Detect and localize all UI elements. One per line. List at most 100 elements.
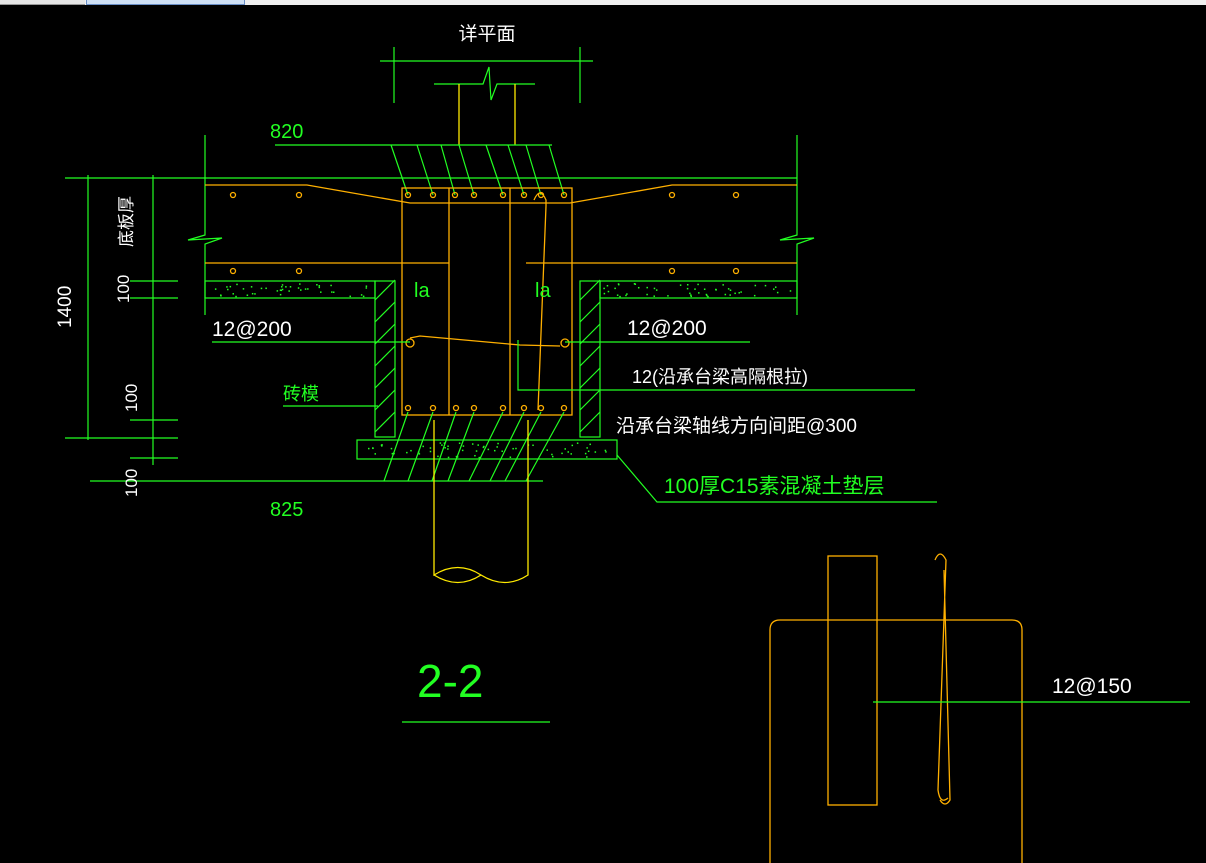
concrete-speckle bbox=[772, 288, 775, 290]
tie-note: 12(沿承台梁高隔根拉) bbox=[632, 367, 808, 387]
concrete-speckle bbox=[280, 289, 283, 292]
slab-thickness-label: 底板厚 bbox=[117, 196, 136, 247]
concrete-speckle bbox=[316, 283, 318, 286]
window-top-bar bbox=[0, 0, 1206, 5]
concrete-speckle bbox=[214, 288, 217, 290]
bottom-rebar-leader bbox=[489, 411, 525, 482]
concrete-speckle bbox=[729, 294, 731, 296]
concrete-speckle bbox=[456, 456, 459, 458]
dim-100-c: 100 bbox=[122, 469, 141, 497]
concrete-speckle bbox=[734, 292, 736, 295]
rebar-dot bbox=[470, 191, 478, 199]
concrete-speckle bbox=[392, 452, 395, 455]
concrete-speckle bbox=[483, 445, 485, 448]
pile-cap-beam bbox=[401, 187, 573, 416]
cushion-note: 100厚C15素混凝土垫层 bbox=[664, 475, 885, 498]
concrete-speckle bbox=[381, 444, 383, 446]
cad-canvas[interactable]: 详平面 820 bbox=[0, 5, 1206, 863]
rebar-left-label: 12@200 bbox=[212, 318, 292, 341]
concrete-speckle bbox=[727, 288, 730, 290]
concrete-speckle bbox=[501, 450, 503, 453]
concrete-speckle bbox=[299, 283, 301, 285]
active-tab[interactable] bbox=[86, 0, 245, 5]
pile bbox=[433, 420, 529, 584]
concrete-speckle bbox=[406, 451, 408, 454]
hatch-line bbox=[579, 389, 601, 411]
concrete-speckle bbox=[571, 444, 574, 447]
slab bbox=[65, 135, 815, 315]
concrete-speckle bbox=[307, 288, 309, 290]
concrete-speckle bbox=[493, 449, 496, 452]
concrete-speckle bbox=[738, 292, 740, 294]
dim-820: 820 bbox=[270, 121, 303, 143]
rebar-dot bbox=[520, 404, 528, 412]
concrete-speckle bbox=[774, 286, 777, 288]
hatch-line bbox=[374, 411, 396, 433]
concrete-speckle bbox=[653, 287, 656, 290]
concrete-speckle bbox=[443, 442, 446, 444]
concrete-speckle bbox=[633, 283, 636, 285]
concrete-speckle bbox=[362, 295, 365, 298]
rebar-dot bbox=[732, 267, 740, 275]
concrete-speckle bbox=[368, 447, 370, 450]
hatch-line bbox=[579, 301, 601, 323]
rebar-dot bbox=[429, 191, 437, 199]
concrete-speckle bbox=[707, 295, 709, 298]
concrete-speckle bbox=[646, 293, 648, 296]
hatch-line bbox=[374, 367, 396, 389]
hatch-line bbox=[374, 389, 396, 411]
concrete-speckle bbox=[697, 283, 699, 286]
concrete-speckle bbox=[281, 288, 284, 291]
concrete-speckle bbox=[603, 292, 606, 295]
concrete-speckle bbox=[667, 295, 669, 297]
bottom-rebar-leader bbox=[383, 411, 409, 482]
hatch-line bbox=[374, 345, 396, 367]
concrete-speckle bbox=[226, 286, 228, 288]
concrete-speckle bbox=[551, 455, 554, 458]
brick-formwork bbox=[374, 279, 601, 438]
concrete-speckle bbox=[567, 451, 570, 453]
rebar-dot bbox=[560, 404, 568, 412]
concrete-speckle bbox=[331, 291, 333, 293]
rebar-dot bbox=[537, 191, 545, 199]
concrete-cushion bbox=[90, 283, 937, 503]
concrete-speckle bbox=[686, 283, 689, 286]
concrete-speckle bbox=[471, 443, 474, 445]
concrete-speckle bbox=[586, 456, 588, 458]
concrete-speckle bbox=[478, 456, 481, 459]
rebar-dot bbox=[452, 404, 460, 412]
concrete-speckle bbox=[764, 284, 767, 287]
rebar-dot bbox=[404, 404, 412, 412]
concrete-speckle bbox=[570, 453, 572, 455]
rebar-dot bbox=[295, 191, 303, 199]
concrete-speckle bbox=[754, 284, 757, 287]
concrete-speckle bbox=[439, 442, 442, 444]
concrete-speckle bbox=[740, 291, 742, 293]
concrete-speckle bbox=[289, 286, 292, 288]
concrete-speckle bbox=[251, 292, 254, 295]
concrete-speckle bbox=[706, 294, 708, 297]
concrete-speckle bbox=[254, 293, 256, 295]
concrete-speckle bbox=[279, 293, 282, 296]
concrete-speckle bbox=[461, 449, 464, 452]
hatch-line bbox=[374, 301, 396, 323]
stirrup-detail bbox=[769, 553, 1190, 863]
concrete-speckle bbox=[288, 290, 290, 292]
concrete-speckle bbox=[250, 286, 253, 288]
concrete-speckle bbox=[606, 285, 609, 287]
concrete-speckle bbox=[586, 447, 588, 449]
concrete-speckle bbox=[444, 447, 446, 449]
dim-100-b: 100 bbox=[122, 384, 141, 412]
concrete-speckle bbox=[462, 445, 465, 447]
rebar-dot bbox=[229, 267, 237, 275]
rebar-dot bbox=[470, 404, 478, 412]
concrete-speckle bbox=[776, 291, 779, 294]
concrete-speckle bbox=[455, 455, 458, 458]
top-dimension bbox=[380, 47, 593, 145]
concrete-speckle bbox=[390, 447, 393, 450]
concrete-speckle bbox=[705, 293, 708, 296]
concrete-speckle bbox=[532, 444, 534, 447]
concrete-speckle bbox=[589, 443, 591, 446]
concrete-speckle bbox=[232, 293, 234, 295]
rebar-dot bbox=[229, 191, 237, 199]
